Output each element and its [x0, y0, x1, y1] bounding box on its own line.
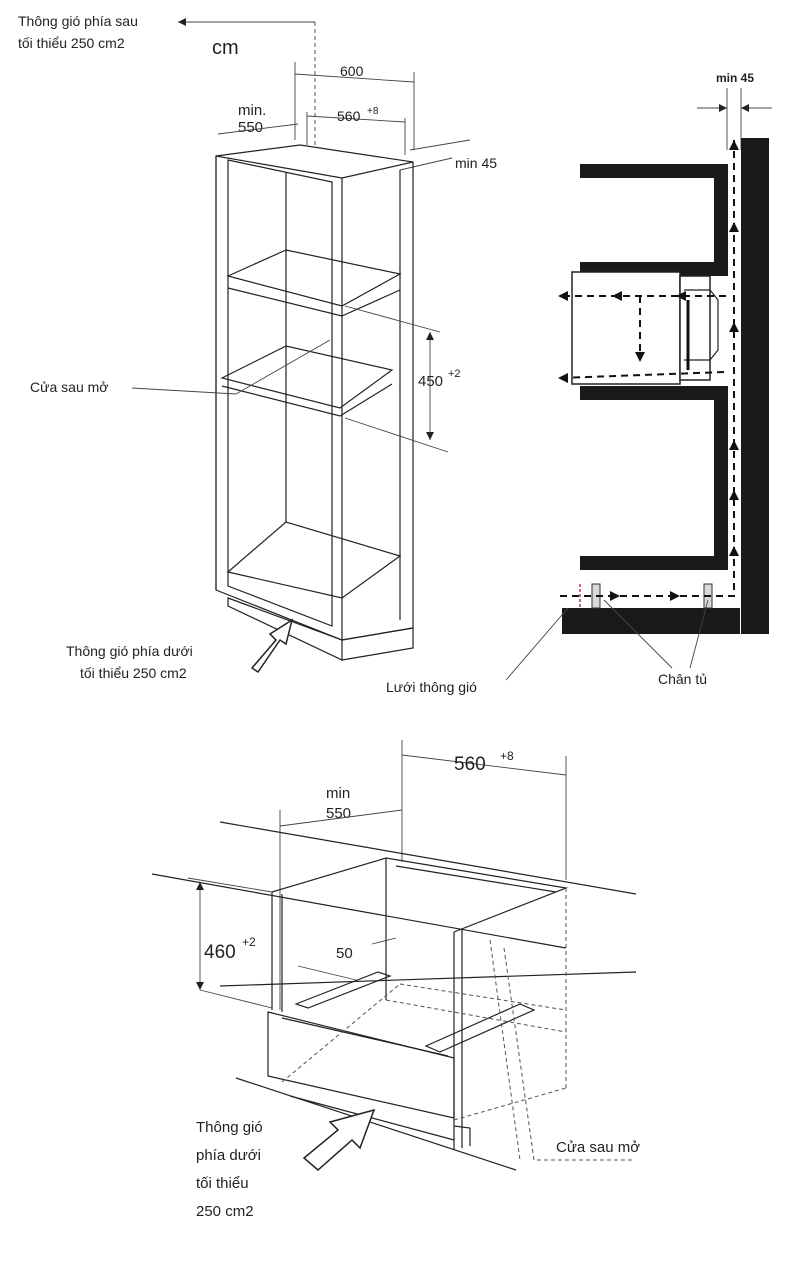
- rear-vent-arrowhead: [178, 18, 186, 26]
- min-45-leader: [399, 157, 453, 171]
- dim-450-ext-top: [344, 305, 441, 333]
- middle-shelf: [220, 345, 394, 409]
- cabinet-plinth-side: [341, 627, 414, 661]
- under-counter-drawing: 560 +8 min 550: [151, 740, 640, 1220]
- countertop-back-edge: [219, 821, 637, 895]
- dim-b560-label: 560: [454, 754, 486, 775]
- cabinet-upper-back: [714, 164, 728, 276]
- body-dash-4: [453, 1087, 567, 1121]
- bottom-b-vent-arrow: [302, 1108, 376, 1171]
- bottom-b-vent-label-line2: phía dưới: [196, 1147, 261, 1164]
- dim-450-label: 450: [418, 373, 443, 390]
- rear-open-dash: [503, 947, 632, 1161]
- airflow-arrowheads: [558, 140, 739, 601]
- dim-560-label: 560: [337, 108, 361, 124]
- dim-50-right: [371, 937, 397, 945]
- floor-back-line: [219, 971, 637, 987]
- dim-600-label: 600: [340, 63, 364, 79]
- upper-shelf-bottom: [227, 287, 401, 317]
- section-min-45-arrowhead-right: [741, 104, 749, 112]
- vent-grille-label: Lưới thông gió: [386, 679, 477, 695]
- cabinet-foot-leader-2: [689, 599, 709, 669]
- bottom-shelf: [226, 521, 402, 599]
- dim-460-label: 460: [204, 942, 236, 963]
- section-min-45-arrowhead-left: [719, 104, 727, 112]
- cabinet-bottom-panel: [580, 556, 728, 570]
- tall-cabinet-drawing: Thông gió phía sau tối thiểu 250 cm2 cm …: [18, 13, 497, 681]
- bottom-vent-label-line1: Thông gió phía dưới: [66, 643, 193, 659]
- rail-left: [294, 971, 392, 1009]
- cabinet-top-front: [215, 155, 414, 179]
- cabinet-foot-leader-1: [603, 599, 673, 669]
- min-550-label-line1: min.: [238, 102, 266, 119]
- cabinet-lower-back: [714, 386, 728, 570]
- appliance-body: [571, 271, 681, 385]
- dim-b560-line: [401, 754, 567, 776]
- floor-front-line: [235, 1077, 517, 1171]
- bottom-b-vent-label-line1: Thông gió: [196, 1119, 263, 1136]
- dim-560-tolerance: +8: [367, 106, 379, 117]
- bottom-vent-label-line2: tối thiểu 250 cm2: [80, 665, 187, 681]
- bottom-b-vent-label-line4: 250 cm2: [196, 1203, 254, 1220]
- rear-vent-label-line1: Thông gió phía sau: [18, 13, 138, 29]
- body-dash-1: [385, 999, 567, 1033]
- body-dash-3: [281, 983, 401, 1083]
- floor-plinth: [562, 608, 740, 634]
- dim-460-ext-bottom: [199, 989, 273, 1009]
- body-dash-6: [489, 939, 521, 1161]
- rear-b-open-label: Cửa sau mở: [556, 1139, 640, 1156]
- cabinet-inner-left: [227, 159, 333, 627]
- min-b550-label-line1: min: [326, 785, 350, 802]
- dim-450-arrow-top: [426, 332, 434, 340]
- airflow-section-drawing: min 45: [386, 71, 772, 695]
- body-dash-5: [399, 983, 567, 1011]
- opening-top: [271, 857, 569, 933]
- appliance-front-top: [281, 1017, 449, 1057]
- rear-vent-label-line2: tối thiểu 250 cm2: [18, 35, 125, 51]
- appliance-back: [679, 275, 711, 381]
- dim-460-tolerance: +2: [242, 935, 256, 949]
- rear-open-leader-2: [235, 339, 331, 395]
- cabinet-top-panel: [580, 164, 728, 178]
- vent-grille-leader: [505, 607, 569, 681]
- airflow-rear-path: [560, 140, 735, 597]
- rear-open-leader: [131, 387, 237, 395]
- dim-460-arrow-top: [196, 882, 204, 890]
- plinth-corner: [453, 1125, 471, 1146]
- countertop-front-edge: [151, 873, 567, 949]
- dim-50-label: 50: [336, 945, 353, 962]
- dim-450-ext-bottom: [344, 417, 449, 453]
- min-45-tick: [409, 139, 471, 151]
- plinth-line: [289, 1095, 455, 1141]
- unit-label: cm: [212, 37, 239, 59]
- appliance-fan: [684, 289, 719, 361]
- dim-50-left: [297, 965, 357, 981]
- section-min-45-label: min 45: [716, 71, 754, 85]
- cabinet-foot-label: Chân tủ: [658, 671, 707, 687]
- min-45-label: min 45: [455, 155, 497, 171]
- dim-560-line: [306, 115, 406, 123]
- opening-top-inner: [395, 865, 557, 893]
- bottom-vent-arrow: [250, 618, 294, 674]
- rail-right: [424, 1003, 536, 1053]
- dim-450-tolerance: +2: [448, 368, 461, 380]
- min-b550-line: [279, 809, 403, 827]
- upper-shelf: [226, 249, 402, 307]
- cabinet-lower-shelf: [580, 386, 728, 400]
- min-550-line: [217, 123, 299, 135]
- dim-460-ext-top: [187, 877, 273, 893]
- bottom-b-vent-label-line3: tối thiểu: [196, 1175, 249, 1192]
- middle-shelf-bottom: [221, 383, 393, 417]
- airflow-return-path: [559, 371, 725, 379]
- dim-600-line: [294, 73, 415, 83]
- min-550-label-line2: 550: [238, 119, 263, 136]
- appliance-front: [267, 1011, 455, 1119]
- rear-open-label: Cửa sau mở: [30, 379, 108, 395]
- dim-460-arrow-bottom: [196, 982, 204, 990]
- dim-b560-tolerance: +8: [500, 749, 514, 763]
- dim-450-arrow-bottom: [426, 432, 434, 440]
- back-wall: [741, 138, 769, 634]
